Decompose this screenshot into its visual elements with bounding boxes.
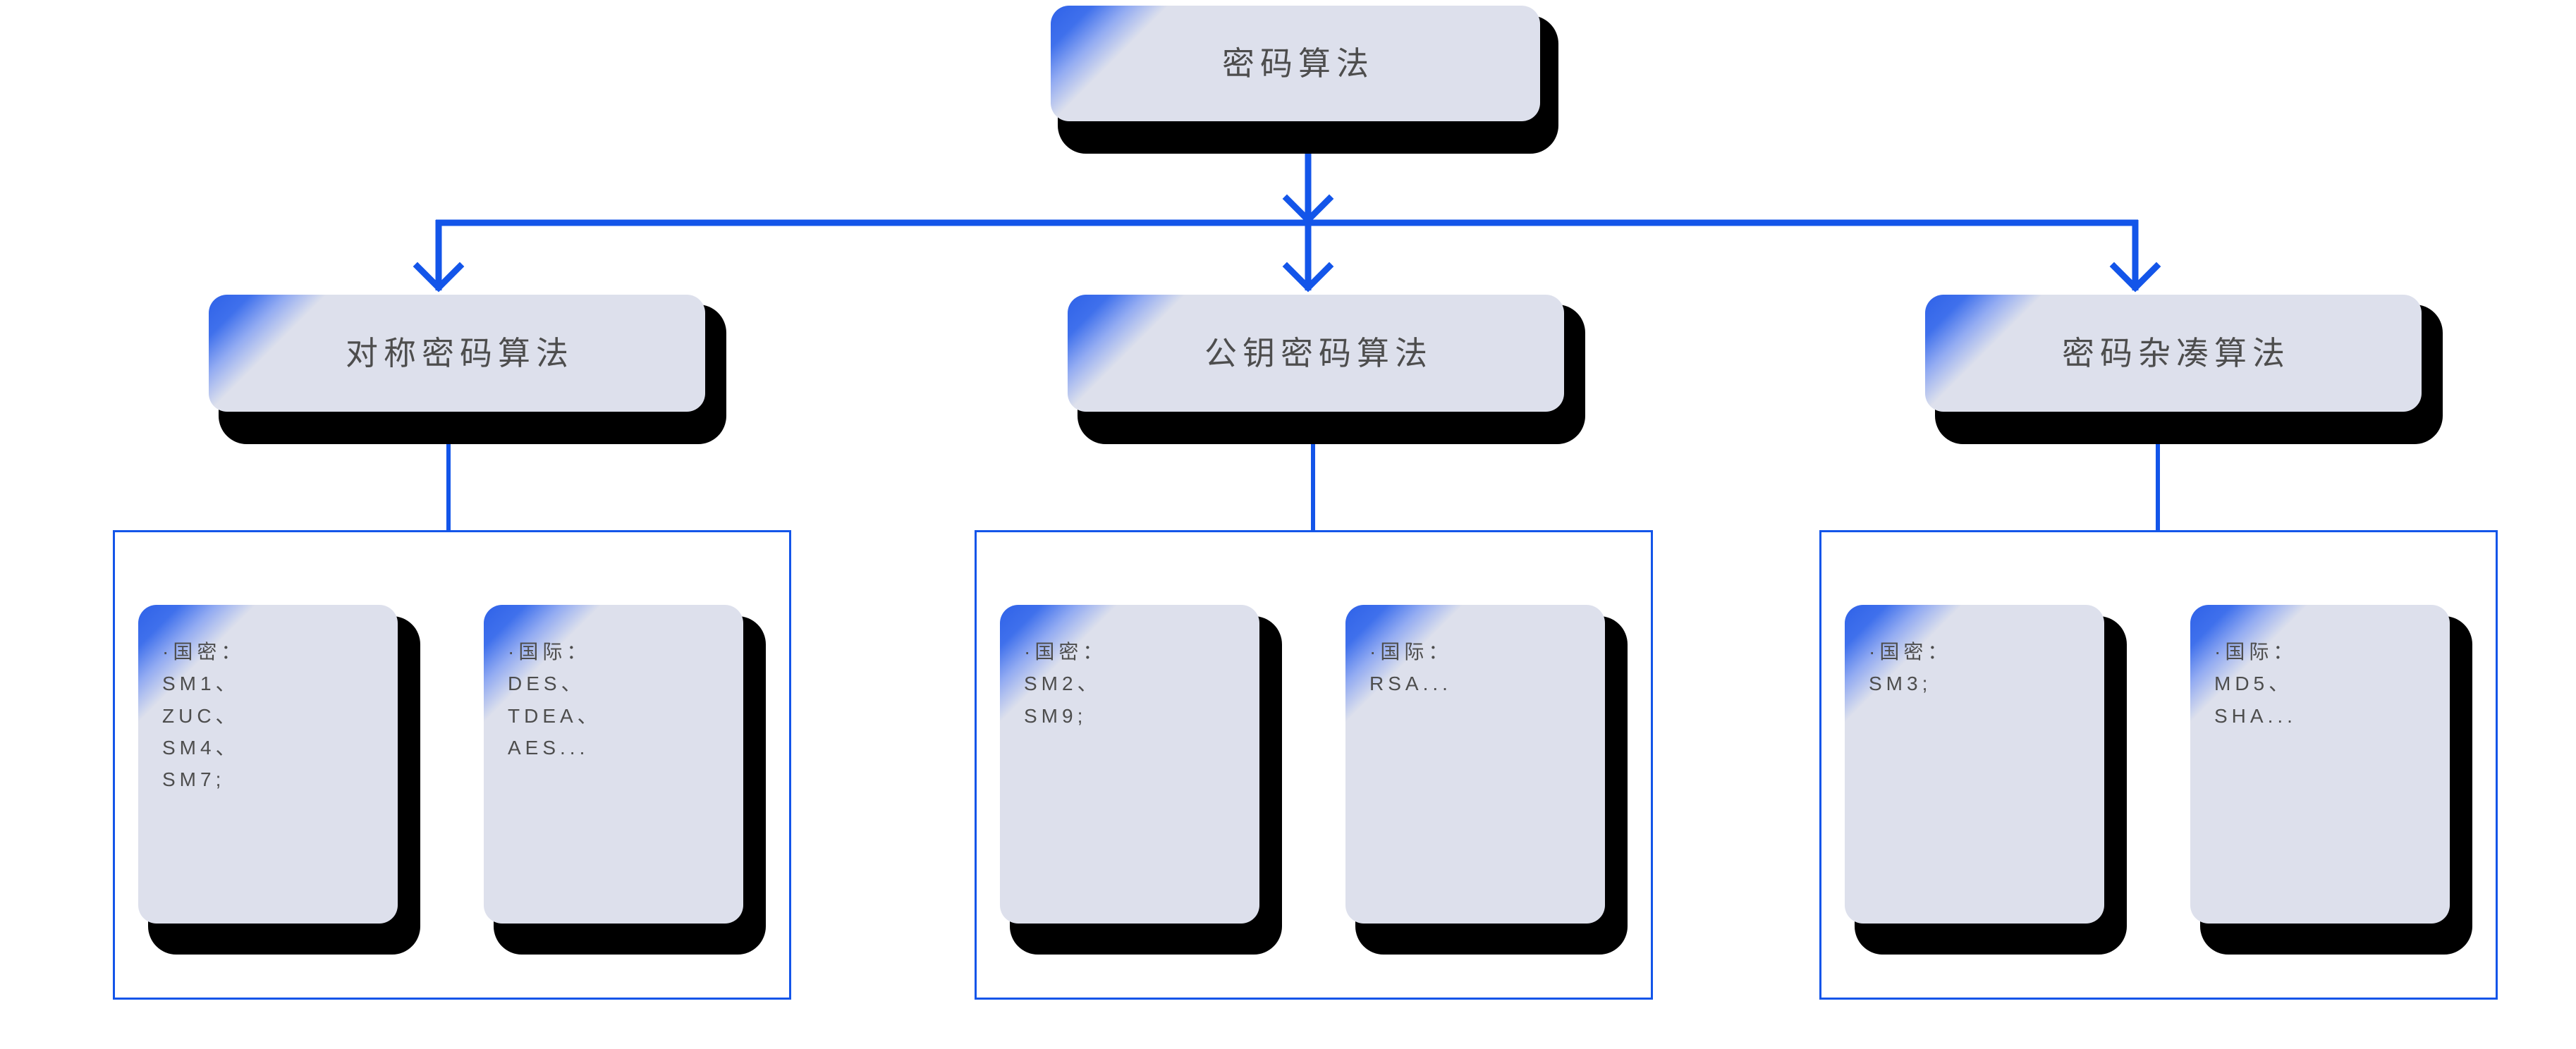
branch-node-3[interactable]: 密码杂凑算法: [1925, 295, 2422, 412]
leaf-text-2-1: ·国密： SM2、 SM9;: [1024, 641, 1107, 727]
leaf-node-3-2[interactable]: ·国际： MD5、 SHA...: [2190, 605, 2450, 924]
leaf-text-1-1: ·国密： SM1、 ZUC、 SM4、 SM7;: [162, 641, 245, 791]
connector-bus-to-branch-1: [413, 220, 465, 293]
connector-bus-to-branch-3: [2109, 220, 2161, 293]
leaf-node-1-1[interactable]: ·国密： SM1、 ZUC、 SM4、 SM7;: [138, 605, 398, 924]
branch-node-label-2: 公钥密码算法: [1204, 334, 1433, 372]
leaf-node-2-1[interactable]: ·国密： SM2、 SM9;: [1000, 605, 1259, 924]
leaf-node-3-1[interactable]: ·国密： SM3;: [1845, 605, 2104, 924]
group-box-1: [113, 530, 791, 1000]
root-node[interactable]: 密码算法: [1051, 6, 1540, 121]
root-node-label: 密码算法: [1222, 44, 1374, 82]
branch-node-1[interactable]: 对称密码算法: [209, 295, 705, 412]
leaf-node-2-2[interactable]: ·国际： RSA...: [1345, 605, 1605, 924]
leaf-text-3-2: ·国际： MD5、 SHA...: [2214, 641, 2297, 727]
connector-bus-to-branch-2: [1282, 220, 1334, 293]
leaf-node-1-2[interactable]: ·国际： DES、 TDEA、 AES...: [484, 605, 743, 924]
group-box-2: [975, 530, 1653, 1000]
leaf-text-1-2: ·国际： DES、 TDEA、 AES...: [508, 641, 602, 759]
branch-node-label-3: 密码杂凑算法: [2062, 334, 2290, 372]
group-box-3: [1819, 530, 2498, 1000]
leaf-text-2-2: ·国际： RSA...: [1369, 641, 1453, 695]
leaf-text-3-1: ·国密： SM3;: [1869, 641, 1952, 695]
branch-node-label-1: 对称密码算法: [346, 334, 574, 372]
branch-node-2[interactable]: 公钥密码算法: [1068, 295, 1564, 412]
